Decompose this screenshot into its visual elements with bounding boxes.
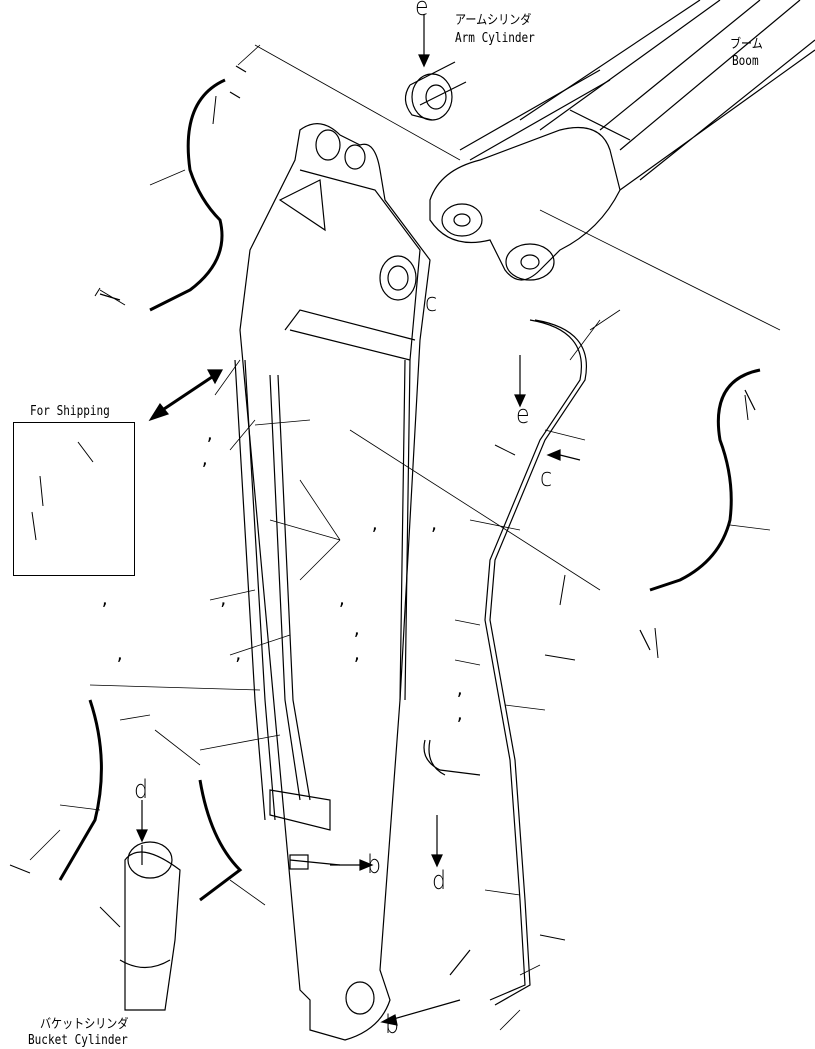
boom-drawing: [429, 0, 815, 281]
hose-arm-cylinder-left: [99, 65, 247, 312]
arm-pipes: [234, 359, 411, 821]
boom-label-en: Boom: [732, 54, 759, 69]
view-ref-d-mid: d: [432, 866, 447, 896]
bucket-cylinder-label-jp: バケットシリンダ: [40, 1017, 129, 1032]
view-ref-c-upper: c: [425, 288, 438, 318]
for-shipping-box: [13, 422, 135, 576]
boom-label-jp: ブーム: [730, 37, 763, 52]
callout-2: ,: [200, 450, 230, 469]
arm-cylinder-label-en: Arm Cylinder: [455, 31, 535, 46]
for-shipping-arrow: [148, 369, 224, 422]
bucket-cylinder-label-en: Bucket Cylinder: [28, 1033, 128, 1048]
for-shipping-label: For Shipping: [30, 404, 110, 419]
arm-cylinder-boss: [404, 14, 467, 121]
view-ref-b-bottom: b: [385, 1010, 400, 1040]
view-ref-b-mid: b: [367, 850, 382, 880]
callout-3: , ,: [370, 515, 459, 534]
callout-7: ,: [455, 680, 485, 699]
view-ref-e-top: e: [415, 0, 429, 22]
view-ref-d-left: d: [134, 775, 149, 805]
view-ref-e-mid: e: [516, 400, 530, 430]
view-ref-c-mid: c: [540, 463, 553, 493]
callout-6: ,: [352, 620, 382, 639]
right-pipe-run: [330, 319, 587, 1026]
hose-arm-cylinder-right: [639, 368, 761, 651]
arm-cylinder-label-jp: アームシリンダ: [455, 13, 532, 28]
callout-1: ,: [205, 425, 235, 444]
callout-8: ,: [455, 705, 485, 724]
arm-body: [239, 123, 431, 1041]
bolts: [9, 95, 749, 941]
callout-5: , , ,: [115, 645, 382, 664]
bucket-cylinder: [58, 699, 243, 1011]
leader-lines: [29, 44, 781, 1031]
callout-4: , , ,: [100, 590, 367, 609]
